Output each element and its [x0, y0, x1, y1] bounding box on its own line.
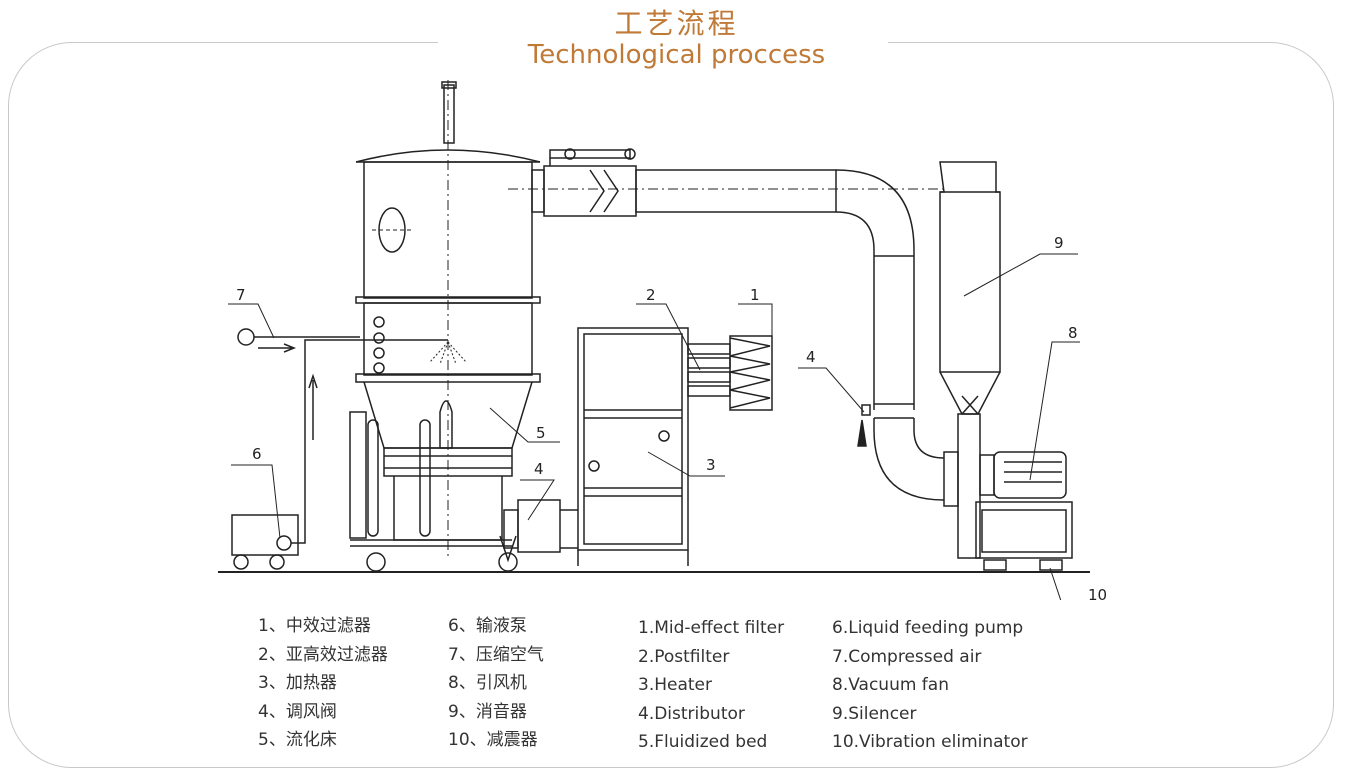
filter-box	[687, 335, 773, 411]
compressed-air	[237, 328, 360, 353]
title-mask	[438, 30, 888, 54]
legend-item: 3.Heater	[638, 675, 712, 695]
silencer	[939, 161, 1001, 559]
callout-3: 3	[706, 456, 716, 474]
exhaust-duct	[508, 148, 959, 507]
legend-item: 6、输液泵	[448, 616, 527, 636]
legend-item: 2、亚高效过滤器	[258, 644, 388, 665]
legend-item: 5、流化床	[258, 730, 337, 750]
legend-item: 1、中效过滤器	[258, 616, 371, 636]
legend-item: 6.Liquid feeding pump	[832, 618, 1024, 638]
legend-en-left: 1.Mid-effect filter 2.Postfilter 3.Heate…	[638, 614, 784, 757]
legend-cn-left: 1、中效过滤器 2、亚高效过滤器 3、加热器 4、调风阀 5、流化床	[258, 612, 388, 755]
legend-item: 10、减震器	[448, 730, 538, 750]
callout-8: 8	[1068, 324, 1078, 342]
legend-item: 10.Vibration eliminator	[832, 732, 1028, 752]
legend-cn-right: 6、输液泵 7、压缩空气 8、引风机 9、消音器 10、减震器	[448, 612, 544, 755]
callout-10: 10	[1088, 586, 1107, 600]
legend-item: 8.Vacuum fan	[832, 675, 949, 695]
callout-1: 1	[750, 286, 760, 304]
callout-4-damper: 4	[806, 348, 816, 366]
callout-leaders	[228, 253, 1080, 600]
pump-cart	[231, 339, 448, 570]
callout-7: 7	[236, 286, 246, 304]
callout-4-distributor: 4	[534, 460, 544, 478]
legend-item: 4、调风阀	[258, 701, 337, 722]
process-diagram: 1 2 3 4 4 5 6 7 8 9 10	[218, 80, 1107, 600]
callout-9: 9	[1054, 234, 1064, 252]
callout-6: 6	[252, 445, 262, 463]
title-chinese: 工艺流程	[614, 7, 739, 40]
callout-2: 2	[646, 286, 656, 304]
legend-item: 8、引风机	[448, 673, 527, 693]
legend-item: 1.Mid-effect filter	[638, 618, 785, 638]
legend-en-right: 6.Liquid feeding pump 7.Compressed air 8…	[832, 614, 1028, 757]
legend-item: 5.Fluidized bed	[638, 732, 768, 752]
callout-5: 5	[536, 424, 546, 442]
fluidized-bed-tower	[349, 80, 541, 572]
inlet-duct	[499, 499, 578, 563]
legend-item: 7.Compressed air	[832, 646, 982, 667]
legend-item: 3、加热器	[258, 673, 337, 693]
title-english: Technological proccess	[527, 40, 826, 70]
heater-cabinet	[577, 327, 689, 566]
legend-item: 9.Silencer	[832, 703, 917, 724]
legend-item: 9、消音器	[448, 701, 527, 722]
vacuum-fan	[975, 451, 1073, 571]
legend-item: 7、压缩空气	[448, 644, 544, 665]
legend-item: 4.Distributor	[638, 703, 745, 724]
legend-item: 2.Postfilter	[638, 646, 730, 667]
